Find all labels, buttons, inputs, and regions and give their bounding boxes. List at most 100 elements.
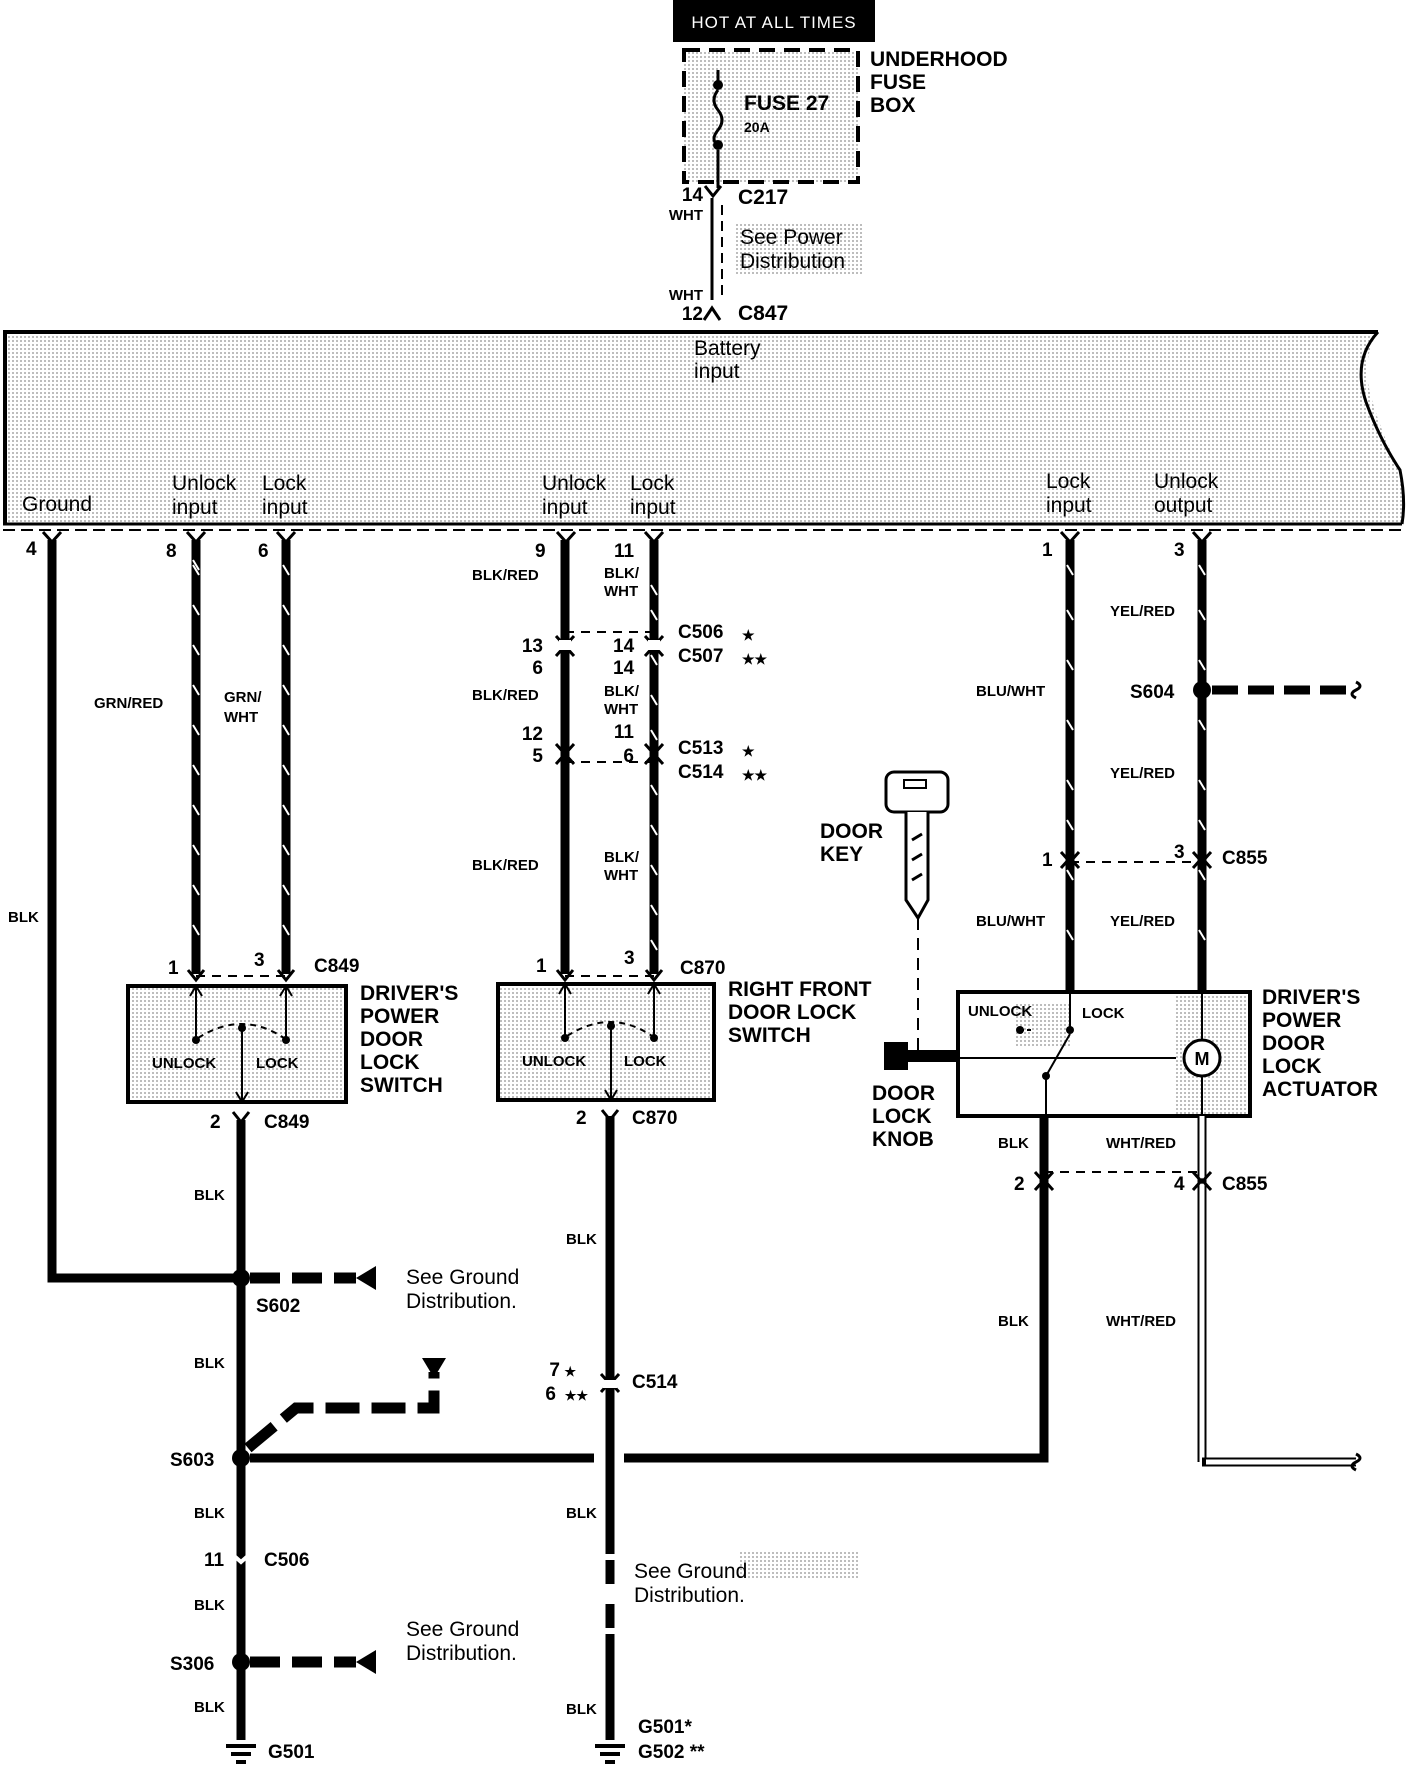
battery-input-label: Battery input [694, 337, 766, 383]
g501-label: G501 [268, 1742, 315, 1763]
actuator-name: DRIVER'S POWER DOOR LOCK ACTUATOR [1262, 986, 1378, 1101]
s306-splice [232, 1653, 250, 1671]
svg-text:★: ★ [742, 743, 755, 759]
driver-switch-unlock-wire [191, 540, 201, 974]
s603-splice [232, 1449, 250, 1467]
svg-text:BLK/WHT: BLK/WHT [604, 565, 640, 600]
svg-text:BLK/RED: BLK/RED [472, 687, 539, 704]
svg-text:11: 11 [204, 1550, 225, 1571]
g501b-label: G501* [638, 1717, 692, 1738]
svg-text:6: 6 [258, 541, 269, 562]
svg-text:BLK: BLK [194, 1505, 225, 1522]
c506-ground-label: C506 [264, 1550, 309, 1571]
ground-wire [47, 540, 238, 1283]
c849-output-label: C849 [264, 1112, 309, 1133]
s306-label: S306 [170, 1654, 214, 1675]
svg-text:14: 14 [613, 636, 635, 657]
svg-text:★: ★ [742, 627, 755, 643]
svg-text:6: 6 [623, 746, 634, 767]
driver-power-door-lock-actuator[interactable]: M UNLOCK LOCK [956, 990, 1252, 1118]
svg-text:2: 2 [576, 1108, 587, 1129]
svg-text:BLK/RED: BLK/RED [472, 857, 539, 874]
svg-text:YEL/RED: YEL/RED [1110, 603, 1175, 620]
c855-lower-label: C855 [1222, 1174, 1268, 1195]
svg-text:5: 5 [532, 746, 543, 767]
svg-text:8: 8 [166, 541, 177, 562]
svg-text:BLK/WHT: BLK/WHT [604, 683, 640, 718]
svg-text:11: 11 [614, 722, 635, 743]
svg-text:BLK: BLK [566, 1701, 597, 1718]
s604-splice [1193, 681, 1211, 699]
s603-to-actuator-ground-wire [250, 1196, 1049, 1463]
svg-text:12: 12 [522, 724, 543, 745]
svg-text:★★: ★★ [742, 651, 768, 667]
c513-label: C513 [678, 738, 723, 759]
c855-label: C855 [1222, 848, 1268, 869]
svg-text:11: 11 [614, 541, 635, 562]
s602-splice [232, 1269, 250, 1287]
svg-text:BLK/WHT: BLK/WHT [604, 849, 640, 884]
svg-text:LOCK: LOCK [256, 1055, 299, 1072]
see-power-distribution: See Power Distribution [740, 226, 849, 273]
svg-text:6: 6 [532, 658, 543, 679]
control-unit-box [3, 330, 1406, 531]
see-ground-distribution-3: See Ground Distribution. [634, 1560, 753, 1607]
fuse-name: FUSE 27 [744, 92, 829, 115]
svg-text:1: 1 [1042, 850, 1053, 871]
underhood-fuse-box: FUSE 27 20A [682, 48, 860, 188]
svg-text:4: 4 [1174, 1174, 1185, 1195]
svg-text:UNLOCK: UNLOCK [522, 1053, 586, 1070]
svg-text:14: 14 [613, 658, 635, 679]
driver-power-door-lock-switch[interactable]: UNLOCK LOCK [126, 984, 348, 1104]
c217-connector-icon [703, 185, 723, 199]
rf-switch-name: RIGHT FRONT DOOR LOCK SWITCH [728, 978, 877, 1047]
svg-text:13: 13 [522, 636, 543, 657]
driver-switch-name: DRIVER'S POWER DOOR LOCK SWITCH [360, 982, 464, 1097]
door-lock-knob-icon[interactable] [884, 1042, 958, 1070]
svg-text:BLK: BLK [8, 909, 39, 926]
svg-text:LOCK: LOCK [1082, 1005, 1125, 1022]
fuse-rating: 20A [744, 119, 770, 135]
g501-ground-icon [226, 1744, 256, 1764]
svg-text:BLK: BLK [566, 1505, 597, 1522]
svg-text:BLU/WHT: BLU/WHT [976, 913, 1045, 930]
svg-text:WHT/RED: WHT/RED [1106, 1135, 1176, 1152]
svg-text:BLK: BLK [194, 1597, 225, 1614]
door-key-label: DOOR KEY [820, 820, 889, 866]
svg-text:3: 3 [1174, 540, 1185, 561]
door-lock-knob-label: DOOR LOCK KNOB [872, 1082, 941, 1151]
svg-text:HOT AT ALL TIMES: HOT AT ALL TIMES [691, 13, 856, 32]
s603-label: S603 [170, 1450, 214, 1471]
svg-text:4: 4 [26, 539, 37, 560]
driver-lock-wire-color: GRN/WHT [224, 689, 262, 726]
svg-text:2: 2 [1014, 1174, 1025, 1195]
svg-text:BLK: BLK [998, 1313, 1029, 1330]
hot-at-all-times-header: HOT AT ALL TIMES [673, 0, 875, 42]
door-key-icon [884, 770, 950, 921]
c506-label: C506 [678, 622, 723, 643]
svg-text:★★: ★★ [565, 1388, 589, 1403]
svg-text:BLK: BLK [194, 1355, 225, 1372]
svg-text:LOCK: LOCK [624, 1053, 667, 1070]
svg-text:WHT: WHT [669, 207, 703, 224]
svg-text:BLK: BLK [998, 1135, 1029, 1152]
svg-text:★★: ★★ [742, 767, 768, 783]
see-ground-distribution-1: See Ground Distribution. [406, 1266, 525, 1313]
svg-text:1: 1 [536, 956, 547, 977]
see-ground-distribution-2: See Ground Distribution. [406, 1618, 525, 1665]
svg-text:BLK/RED: BLK/RED [472, 567, 539, 584]
c217-label: C217 [738, 186, 788, 209]
svg-text:9: 9 [535, 541, 546, 562]
fuse-box-label: UNDERHOOD FUSE BOX [870, 48, 1014, 117]
c870-output-label: C870 [632, 1108, 677, 1129]
svg-text:★: ★ [564, 1364, 576, 1379]
svg-text:M: M [1195, 1049, 1210, 1069]
svg-text:2: 2 [210, 1112, 221, 1133]
c870-label: C870 [680, 958, 725, 979]
right-front-door-lock-switch[interactable]: UNLOCK LOCK [496, 982, 716, 1102]
svg-text:BLU/WHT: BLU/WHT [976, 683, 1045, 700]
